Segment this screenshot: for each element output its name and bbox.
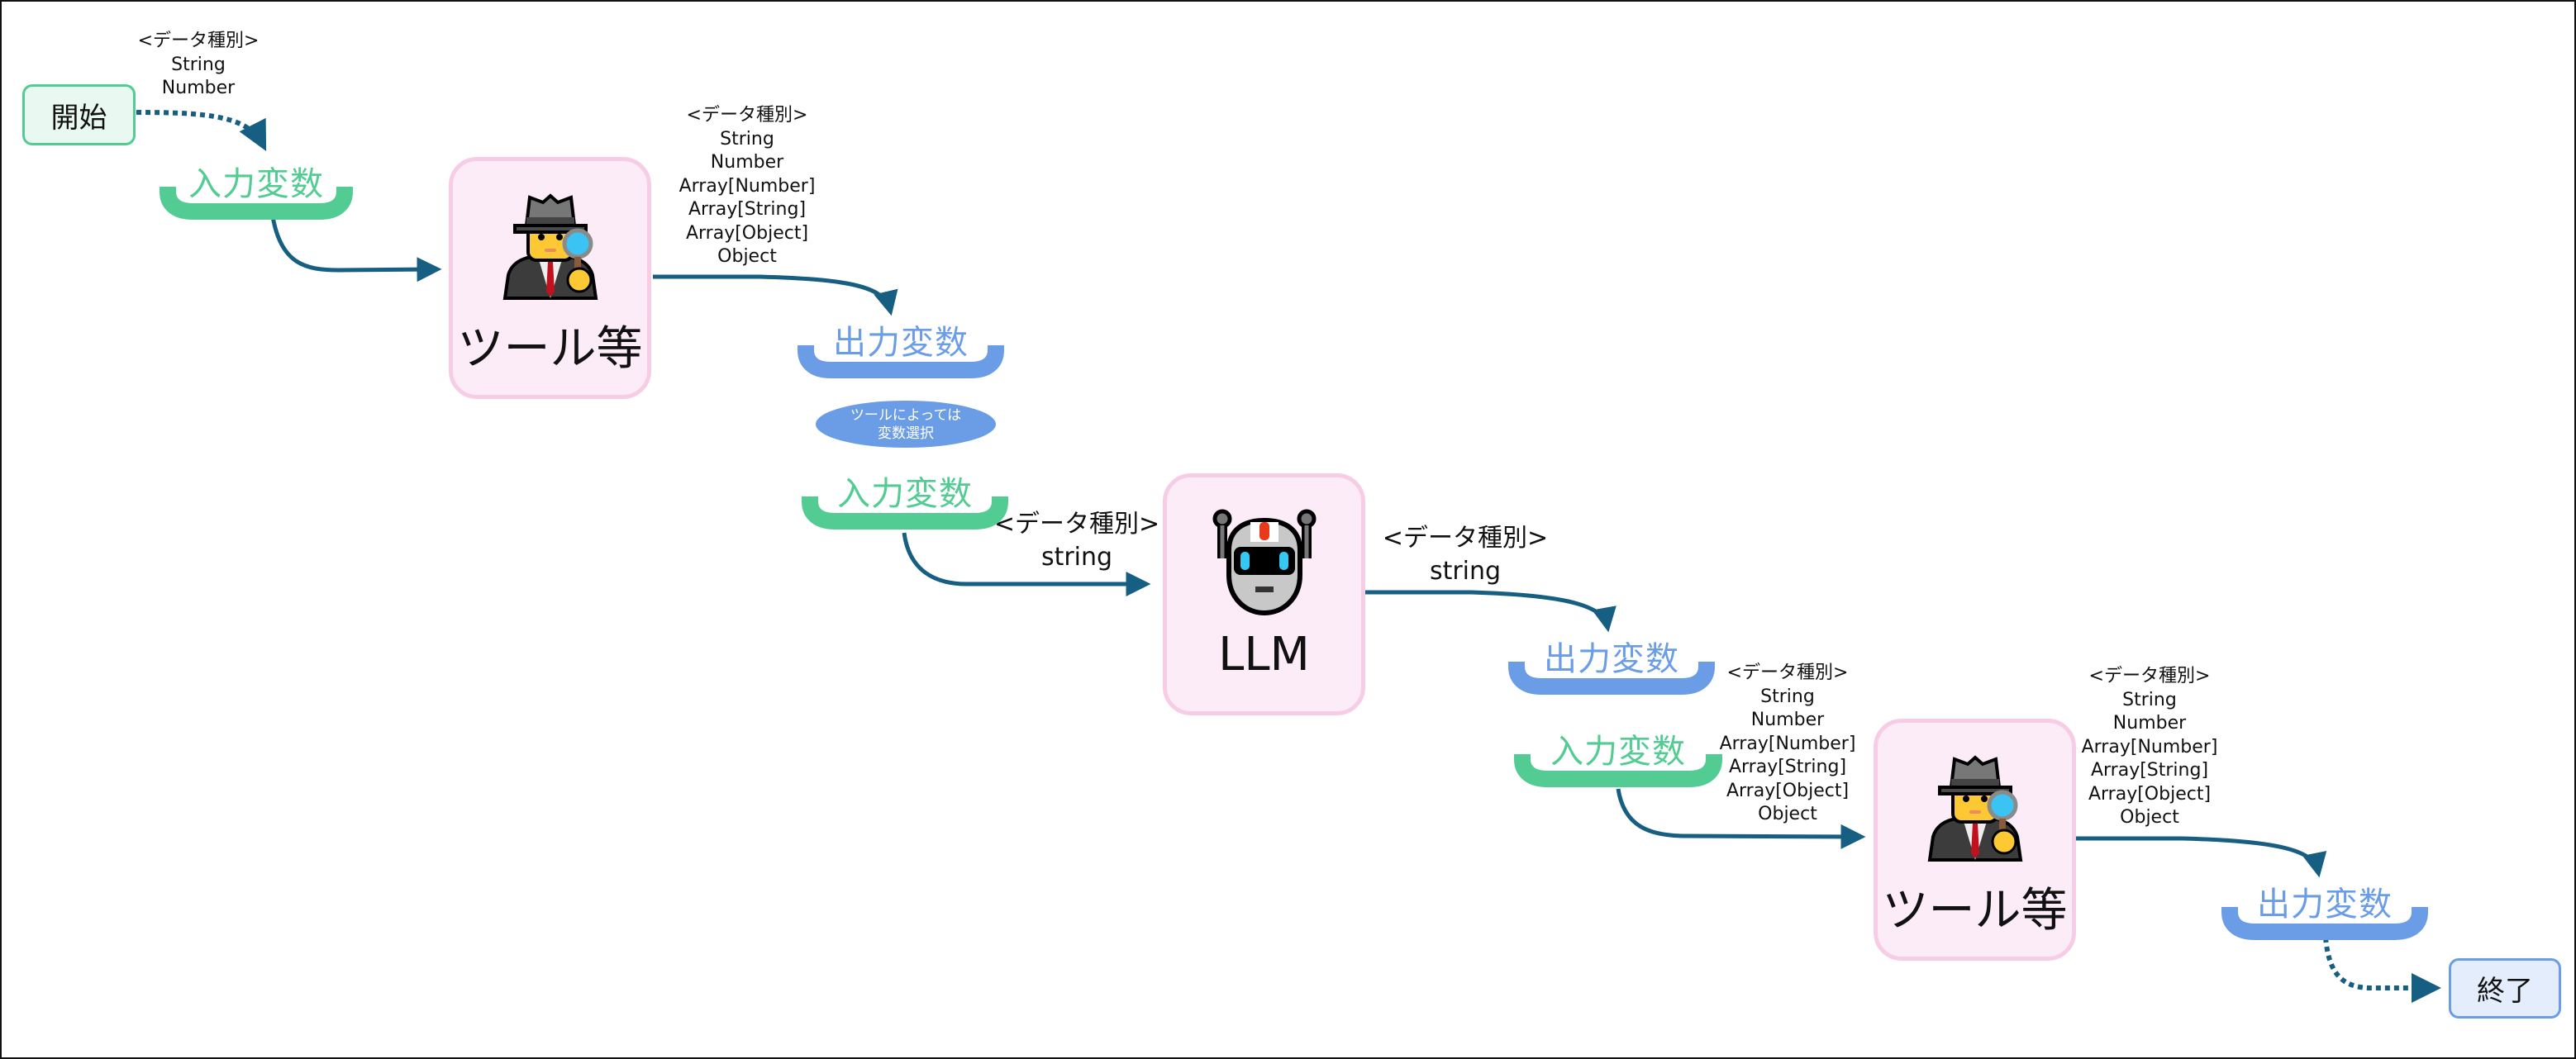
tool-node-1[interactable]: ツール等 <box>449 157 651 399</box>
output-variable-label: 出力変数 <box>2257 886 2393 924</box>
type-item: String <box>171 54 226 75</box>
input-bracket-shape <box>1514 754 1722 787</box>
type-item: Array[Number] <box>1719 733 1856 754</box>
node-label: ツール等 <box>1882 884 2068 938</box>
type-item: Array[Number] <box>679 175 816 197</box>
type-heading: <データ種別> <box>993 510 1160 539</box>
type-item: Array[Object] <box>1726 780 1850 801</box>
type-heading: <データ種別> <box>686 105 808 126</box>
input-bracket-shape <box>802 496 1008 530</box>
connector-input-3-to-tool-2 <box>1616 788 1866 849</box>
output-variable-3[interactable]: 出力変数 <box>2221 877 2428 952</box>
type-item: Object <box>2120 807 2179 828</box>
type-item: Array[Object] <box>2088 783 2212 805</box>
output-bracket-shape <box>1508 662 1715 695</box>
input-variable-2[interactable]: 入力変数 <box>802 467 1008 541</box>
type-item: Array[String] <box>688 199 807 220</box>
type-item: String <box>1760 686 1815 707</box>
type-item: Number <box>161 78 236 98</box>
note-line-1: ツールによっては <box>850 406 962 424</box>
type-item: string <box>1429 557 1502 586</box>
input-bracket-shape <box>160 187 353 220</box>
type-item: Number <box>710 152 784 173</box>
type-item: Array[Object] <box>685 222 809 244</box>
type-item: Array[String] <box>2090 760 2209 781</box>
tool-node-2[interactable]: ツール等 <box>1874 719 2076 961</box>
end-terminal[interactable]: 終了 <box>2449 958 2561 1019</box>
input-variable-3[interactable]: 入力変数 <box>1514 724 1722 799</box>
type-item: Array[Number] <box>2081 736 2218 757</box>
note-line-2: 変数選択 <box>878 425 934 442</box>
robot-icon <box>1212 509 1316 616</box>
type-item: Object <box>717 246 777 267</box>
detective-icon <box>1927 755 2022 862</box>
output-variable-2[interactable]: 出力変数 <box>1508 632 1715 706</box>
output-variable-label: 出力変数 <box>833 324 969 362</box>
variable-selection-note: ツールによっては 変数選択 <box>816 401 996 448</box>
connector-input-2-to-llm <box>902 532 1151 596</box>
type-item: string <box>1040 543 1113 572</box>
connector-tool-2-to-output-3 <box>2076 836 2327 878</box>
type-item: Number <box>2112 713 2187 734</box>
type-item: Array[String] <box>1728 757 1847 777</box>
output-variable-1[interactable]: 出力変数 <box>798 316 1004 390</box>
input-variable-1[interactable]: 入力変数 <box>160 157 353 231</box>
type-label-llm-output: <データ種別> string <box>1383 522 1548 588</box>
input-variable-label: 入力変数 <box>837 475 973 513</box>
output-variable-label: 出力変数 <box>1544 640 1679 678</box>
type-item: String <box>720 128 774 150</box>
type-heading: <データ種別> <box>1726 662 1849 683</box>
type-label-start: <データ種別> String Number <box>138 30 260 101</box>
llm-node[interactable]: LLM <box>1163 473 1365 715</box>
output-bracket-shape <box>798 345 1004 378</box>
type-item: Object <box>1758 804 1817 824</box>
type-label-llm-input: <データ種別> string <box>994 508 1159 574</box>
detective-icon <box>502 193 598 300</box>
input-variable-label: 入力変数 <box>1550 733 1686 771</box>
start-label: 開始 <box>50 101 107 135</box>
node-label: LLM <box>1218 628 1310 681</box>
input-variable-label: 入力変数 <box>188 165 324 203</box>
type-label-tool-2-output: <データ種別> String Number Array[Number] Arra… <box>2082 665 2218 830</box>
start-terminal[interactable]: 開始 <box>22 84 136 145</box>
connector-llm-to-output-2 <box>1365 590 1617 633</box>
end-label: 終了 <box>2477 975 2533 1008</box>
type-heading: <データ種別> <box>1382 524 1549 553</box>
type-heading: <データ種別> <box>2088 666 2211 686</box>
connector-tool-1-to-output-1 <box>653 274 898 316</box>
type-label-tool-1-output: <データ種別> String Number Array[Number] Arra… <box>679 104 816 269</box>
output-bracket-shape <box>2221 907 2428 940</box>
type-heading: <データ種別> <box>137 31 260 51</box>
node-label: ツール等 <box>457 322 643 376</box>
connector-start-to-input-1 <box>136 110 267 151</box>
connector-output-3-to-end <box>2323 937 2441 1003</box>
connector-input-1-to-tool-1 <box>270 216 442 283</box>
type-label-tool-2-input: <データ種別> String Number Array[Number] Arra… <box>1720 662 1856 827</box>
type-item: Number <box>1750 710 1825 730</box>
type-item: String <box>2122 689 2177 710</box>
